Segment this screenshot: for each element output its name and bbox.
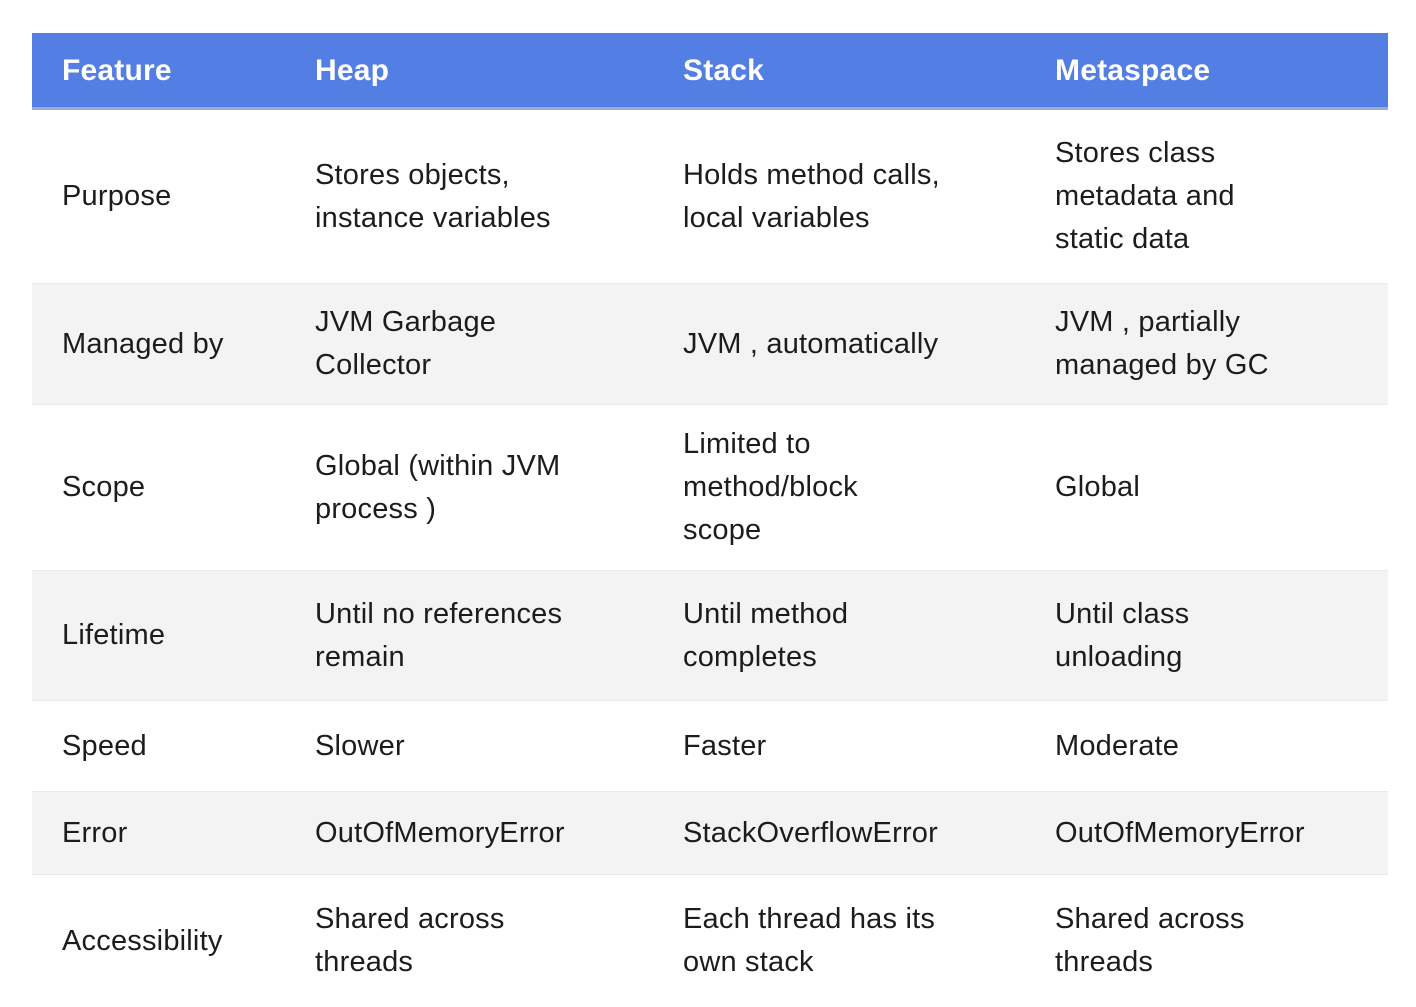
row-label-speed: Speed <box>62 729 147 762</box>
cell-scope-heap: Global (within JVM process ) <box>315 449 561 525</box>
cell-managed-by-stack: JVM , automatically <box>683 327 939 360</box>
cell-accessibility-stack: Each thread has its own stack <box>683 903 936 978</box>
cell-purpose-stack: Holds method calls, local variables <box>683 158 940 234</box>
cell-error-stack: StackOverflowError <box>683 816 938 849</box>
row-label-lifetime: Lifetime <box>62 619 166 651</box>
table-row-scope: Scope Global (within JVM process ) Limit… <box>32 404 1388 570</box>
table-header-row: Feature Heap Stack Metaspace <box>32 33 1388 110</box>
table-row-purpose: Purpose Stores objects, instance variabl… <box>32 110 1388 283</box>
row-label-purpose: Purpose <box>62 180 172 212</box>
cell-speed-stack: Faster <box>683 729 767 762</box>
cell-lifetime-metaspace: Until class unloading <box>1055 597 1190 673</box>
table-row-managed-by: Managed by JVM Garbage Collector JVM , a… <box>32 283 1388 404</box>
cell-lifetime-heap: Until no references remain <box>315 597 563 673</box>
cell-purpose-heap: Stores objects, instance variables <box>315 158 551 234</box>
row-label-accessibility: Accessibility <box>62 924 223 957</box>
cell-speed-heap: Slower <box>315 729 405 762</box>
cell-accessibility-heap: Shared across threads <box>315 903 505 978</box>
header-cell-heap: Heap <box>315 53 390 87</box>
table-row-speed: Speed Slower Faster Moderate <box>32 700 1388 791</box>
cell-accessibility-metaspace: Shared across threads <box>1055 903 1245 978</box>
table-row-accessibility: Accessibility Shared across threads Each… <box>32 874 1388 1007</box>
cell-purpose-metaspace: Stores class metadata and static data <box>1055 137 1235 255</box>
cell-scope-metaspace: Global <box>1055 471 1141 503</box>
cell-scope-stack: Limited to method/block scope <box>683 428 858 546</box>
cell-error-metaspace: OutOfMemoryError <box>1055 816 1305 849</box>
row-label-managed-by: Managed by <box>62 327 224 360</box>
cell-lifetime-stack: Until method completes <box>683 597 849 673</box>
row-label-error: Error <box>62 816 128 849</box>
jvm-memory-comparison-table: Feature Heap Stack Metaspace Purpose Sto… <box>32 33 1388 1007</box>
cell-speed-metaspace: Moderate <box>1055 729 1180 762</box>
header-cell-stack: Stack <box>683 53 765 87</box>
header-cell-feature: Feature <box>62 53 172 87</box>
table-row-lifetime: Lifetime Until no references remain Unti… <box>32 570 1388 700</box>
row-label-scope: Scope <box>62 471 146 503</box>
cell-error-heap: OutOfMemoryError <box>315 816 565 849</box>
table-row-error: Error OutOfMemoryError StackOverflowErro… <box>32 791 1388 874</box>
cell-managed-by-metaspace: JVM , partially managed by GC <box>1055 306 1269 381</box>
cell-managed-by-heap: JVM Garbage Collector <box>315 306 497 381</box>
header-cell-metaspace: Metaspace <box>1055 53 1211 87</box>
